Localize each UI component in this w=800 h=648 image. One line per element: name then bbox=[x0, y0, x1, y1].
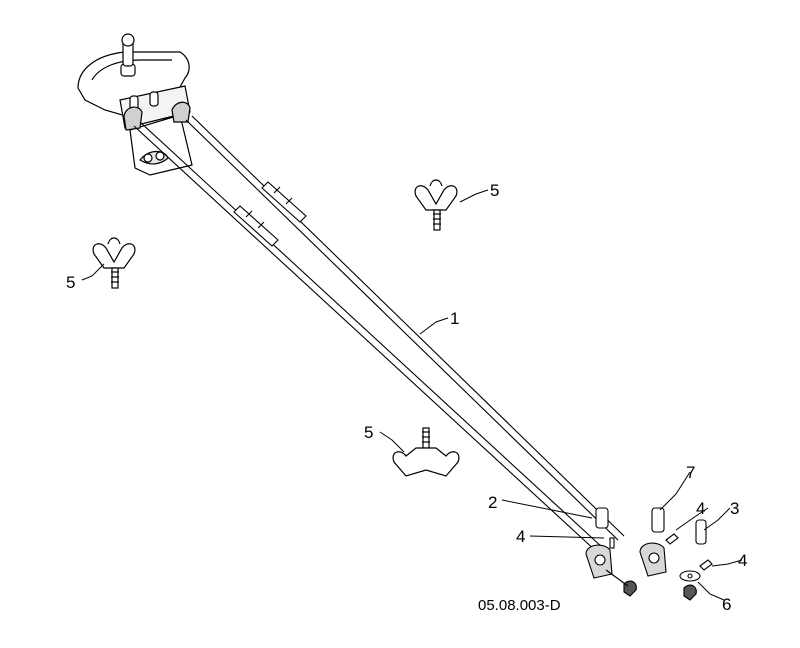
callout-5-center: 5 bbox=[364, 423, 373, 442]
cable-adjuster-upper bbox=[261, 181, 307, 223]
cable-end-right bbox=[639, 507, 713, 601]
cable-clamp-right bbox=[414, 179, 458, 231]
callout-2: 2 bbox=[488, 493, 497, 512]
callout-6: 6 bbox=[722, 595, 731, 614]
callout-3: 3 bbox=[730, 499, 739, 518]
leader-lines bbox=[81, 189, 743, 601]
callout-4-left: 4 bbox=[516, 527, 525, 546]
callout-7: 7 bbox=[686, 463, 695, 482]
control-bracket-assembly bbox=[77, 33, 193, 176]
cable-clamp-left bbox=[92, 237, 136, 289]
callout-5-right: 5 bbox=[490, 181, 499, 200]
cable-adjuster-lower bbox=[233, 205, 279, 247]
callout-4-top: 4 bbox=[696, 499, 705, 518]
cable-end-left bbox=[585, 507, 637, 597]
drawing-code: 05.08.003-D bbox=[478, 597, 561, 614]
cable-clamp-center bbox=[392, 427, 460, 477]
callout-1: 1 bbox=[450, 309, 459, 328]
callout-5-left: 5 bbox=[66, 273, 75, 292]
callout-4-right: 4 bbox=[738, 551, 747, 570]
cable-pair bbox=[133, 115, 625, 553]
